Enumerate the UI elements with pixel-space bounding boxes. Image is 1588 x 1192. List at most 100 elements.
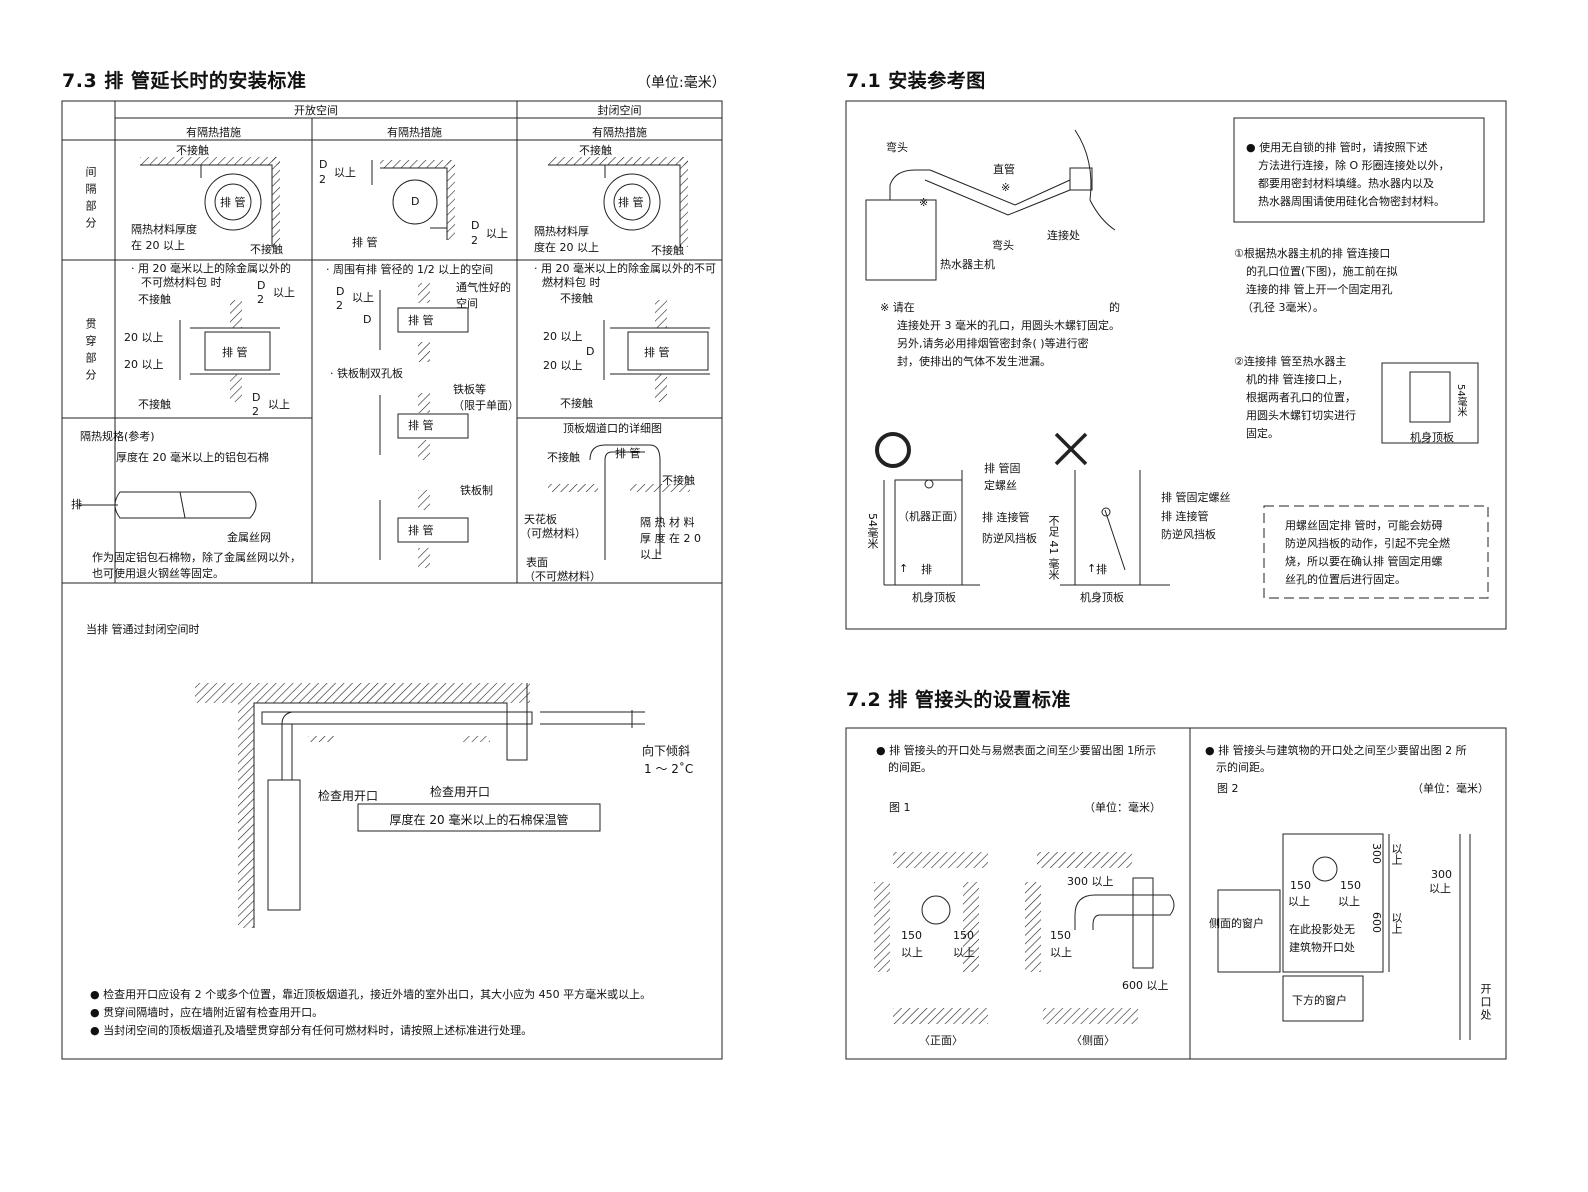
row-label-through: 贯穿部分: [84, 318, 97, 386]
ceiling-pipe: 排 管: [615, 447, 641, 460]
s72-right-note-2: 示的间距。: [1216, 761, 1271, 774]
through-c1-two: 2: [257, 293, 264, 306]
gap-c2-d: D: [411, 195, 420, 208]
ok-screw: 排 管固: [984, 462, 1021, 475]
s72-left-note-2: 的间距。: [888, 761, 932, 774]
s71-heater: 热水器主机: [940, 258, 995, 271]
through-c2-vent-2: 空间: [456, 297, 478, 310]
ceiling-surface-2: （不可燃材料）: [524, 570, 601, 583]
ok-exhaust: 排: [921, 563, 932, 576]
s71-mark-2: ※: [919, 196, 929, 209]
s72-above-b: 以上: [953, 946, 975, 959]
header-open-space: 开放空间: [294, 104, 338, 117]
through-c1-half: D: [257, 279, 266, 292]
ceiling-label: 天花板: [524, 513, 557, 526]
ceiling-label-2: （可燃材料）: [520, 527, 586, 540]
through-c2-above: 以上: [352, 291, 374, 304]
through-c3-no-contact: 不接触: [560, 292, 593, 305]
s71-note-star: ※ 请在: [880, 301, 915, 314]
s71-joint: 连接处: [1047, 229, 1080, 242]
gap-c2-above: 以上: [334, 166, 356, 179]
through-c2-note: · 周围有排 管径的 1/2 以上的空间: [326, 263, 494, 276]
through-c3-pipe: 排 管: [644, 346, 670, 359]
header-closed-space: 封闭空间: [597, 104, 642, 117]
s72-dim300r: 300: [1431, 868, 1452, 881]
bullet-item: ● 检查用开口应设有 2 个或多个位置，靠近顶板烟道孔，接近外墙的室外出口，其大…: [90, 988, 652, 1001]
through-c1-half-b: D: [252, 391, 261, 404]
through-c2-vent: 通气性好的: [456, 281, 511, 294]
ceiling-detail-title: 顶板烟道口的详细图: [563, 422, 662, 435]
gap-c3-no-contact-2: 不接触: [651, 244, 684, 257]
s71-warn-line: 烧，所以要在确认排 管固定用螺: [1285, 555, 1443, 568]
s72-side-window: 侧面的窗户: [1209, 917, 1264, 930]
through-c3-note: · 用 20 毫米以上的除金属以外的不可: [534, 262, 716, 275]
insulation-mesh: 金属丝网: [227, 531, 271, 544]
gap-c2-pipe: 排 管: [352, 236, 378, 249]
check-opening-1: 检查用开口: [318, 789, 379, 803]
ng-top-plate: 机身顶板: [1080, 591, 1124, 604]
gap-c3-thickness: 隔热材料厚: [534, 225, 589, 238]
through-c1-no-contact: 不接触: [138, 293, 171, 306]
s71-warn-line: 用螺丝固定排 管时，可能会妨碍: [1285, 519, 1443, 532]
gap-c2-half-d: D: [319, 158, 328, 171]
through-c3-no-contact-2: 不接触: [560, 397, 593, 410]
s72-dim150-b: 150: [953, 929, 974, 942]
bullet-text: 检查用开口应设有 2 个或多个位置，靠近顶板烟道孔，接近外墙的室外出口，其大小应…: [103, 988, 652, 1001]
s72-dim150-d: 150: [1290, 879, 1311, 892]
s71-top-plate-small: 机身顶板: [1410, 431, 1454, 444]
s71-elbow-2: 弯头: [992, 239, 1014, 252]
through-c2-iron: 铁板等: [453, 383, 486, 396]
bullet-list: ● 检查用开口应设有 2 个或多个位置，靠近顶板烟道孔，接近外墙的室外出口，其大…: [90, 986, 651, 1040]
s71-note-3: 另外,请务必用排烟管密封条( )等进行密: [897, 337, 1089, 350]
through-c2-iron-2: （限于单面）: [453, 399, 519, 412]
through-c3-d: D: [586, 345, 595, 358]
s72-dim150-a: 150: [901, 929, 922, 942]
gap-c2-above-b: 以上: [486, 227, 508, 240]
section-title-7-3: 7.3 排 管延长时的安装标准: [62, 70, 307, 92]
insulation-note-2: 也可使用退火钢丝等固定。: [92, 567, 224, 580]
ng-dim: 不足 41 毫米: [1047, 515, 1060, 580]
gap-c3-thickness-2: 度在 20 以上: [534, 241, 599, 254]
s71-step-line: ②连接排 管至热水器主: [1234, 355, 1347, 368]
ceiling-insul-3: 以上: [640, 548, 662, 561]
s71-box-line: 热水器周围请使用硅化合物密封材料。: [1258, 195, 1445, 208]
through-c1-two-b: 2: [252, 405, 259, 418]
s71-box-line: 方法进行连接，除 O 形圈连接处以外，: [1258, 159, 1450, 172]
s72-projection-2: 建筑物开口处: [1289, 941, 1355, 954]
header-col1: 有隔热措施: [186, 126, 241, 139]
s72-unit2: （单位：毫米）: [1412, 782, 1489, 795]
s72-unit1: （单位：毫米）: [1084, 801, 1161, 814]
ok-top-plate: 机身顶板: [912, 591, 956, 604]
s72-lower-window: 下方的窗户: [1292, 994, 1347, 1007]
s72-dim600: 600 以上: [1122, 979, 1169, 992]
insulation-thickness: 厚度在 20 毫米以上的铝包石棉: [116, 451, 269, 464]
s71-step-line: 根据两者孔口的位置，: [1246, 391, 1356, 404]
bullet-item: ● 当封闭空间的顶板烟道孔及墙壁贯穿部分有任何可燃材料时，请按照上述标准进行处理…: [90, 1024, 533, 1037]
s72-dim300v: 300: [1370, 843, 1383, 864]
s71-dim-54-small: 54毫米: [1455, 384, 1466, 417]
s71-note-de: 的: [1109, 301, 1120, 314]
s71-mark: ※: [1001, 181, 1011, 194]
through-c3-above20-b: 20 以上: [543, 359, 583, 372]
s71-step-line: （孔径 3毫米）。: [1242, 301, 1324, 314]
unit-label: （单位:毫米）: [637, 75, 726, 91]
s72-front: 〈正面〉: [919, 1034, 963, 1047]
through-c2-d: D: [363, 313, 372, 326]
insulation-note: 作为固定铝包石棉物，除了金属丝网以外，: [92, 551, 301, 564]
bullet-text: 贯穿间隔墙时，应在墙附近留有检查用开口。: [103, 1006, 324, 1019]
slope-label: 向下倾斜: [642, 744, 691, 758]
s72-above-a: 以上: [901, 946, 923, 959]
s71-warn-line: 防逆风挡板的动作，引起不完全燃: [1285, 537, 1450, 550]
ok-baffle: 防逆风挡板: [982, 532, 1037, 545]
s72-opening: 开口处: [1479, 983, 1492, 1022]
s72-above-r: 以上: [1429, 882, 1451, 895]
ceiling-surface: 表面: [526, 556, 548, 569]
through-c2-pipe-2: 排 管: [408, 419, 434, 432]
gap-c1-no-contact-2: 不接触: [250, 243, 283, 256]
s71-note-2: 连接处开 3 毫米的孔口，用圆头木螺钉固定。: [897, 319, 1120, 332]
gap-c2-half-d-b: D: [471, 219, 480, 232]
s71-step2: ②连接排 管至热水器主 机的排 管连接口上， 根据两者孔口的位置， 用圆头木螺钉…: [1234, 353, 1356, 443]
check-opening-2: 检查用开口: [430, 785, 491, 799]
ng-up-arrow-icon: ↑: [1087, 562, 1097, 575]
bullet-text: 当封闭空间的顶板烟道孔及墙壁贯穿部分有任何可燃材料时，请按照上述标准进行处理。: [103, 1024, 533, 1037]
